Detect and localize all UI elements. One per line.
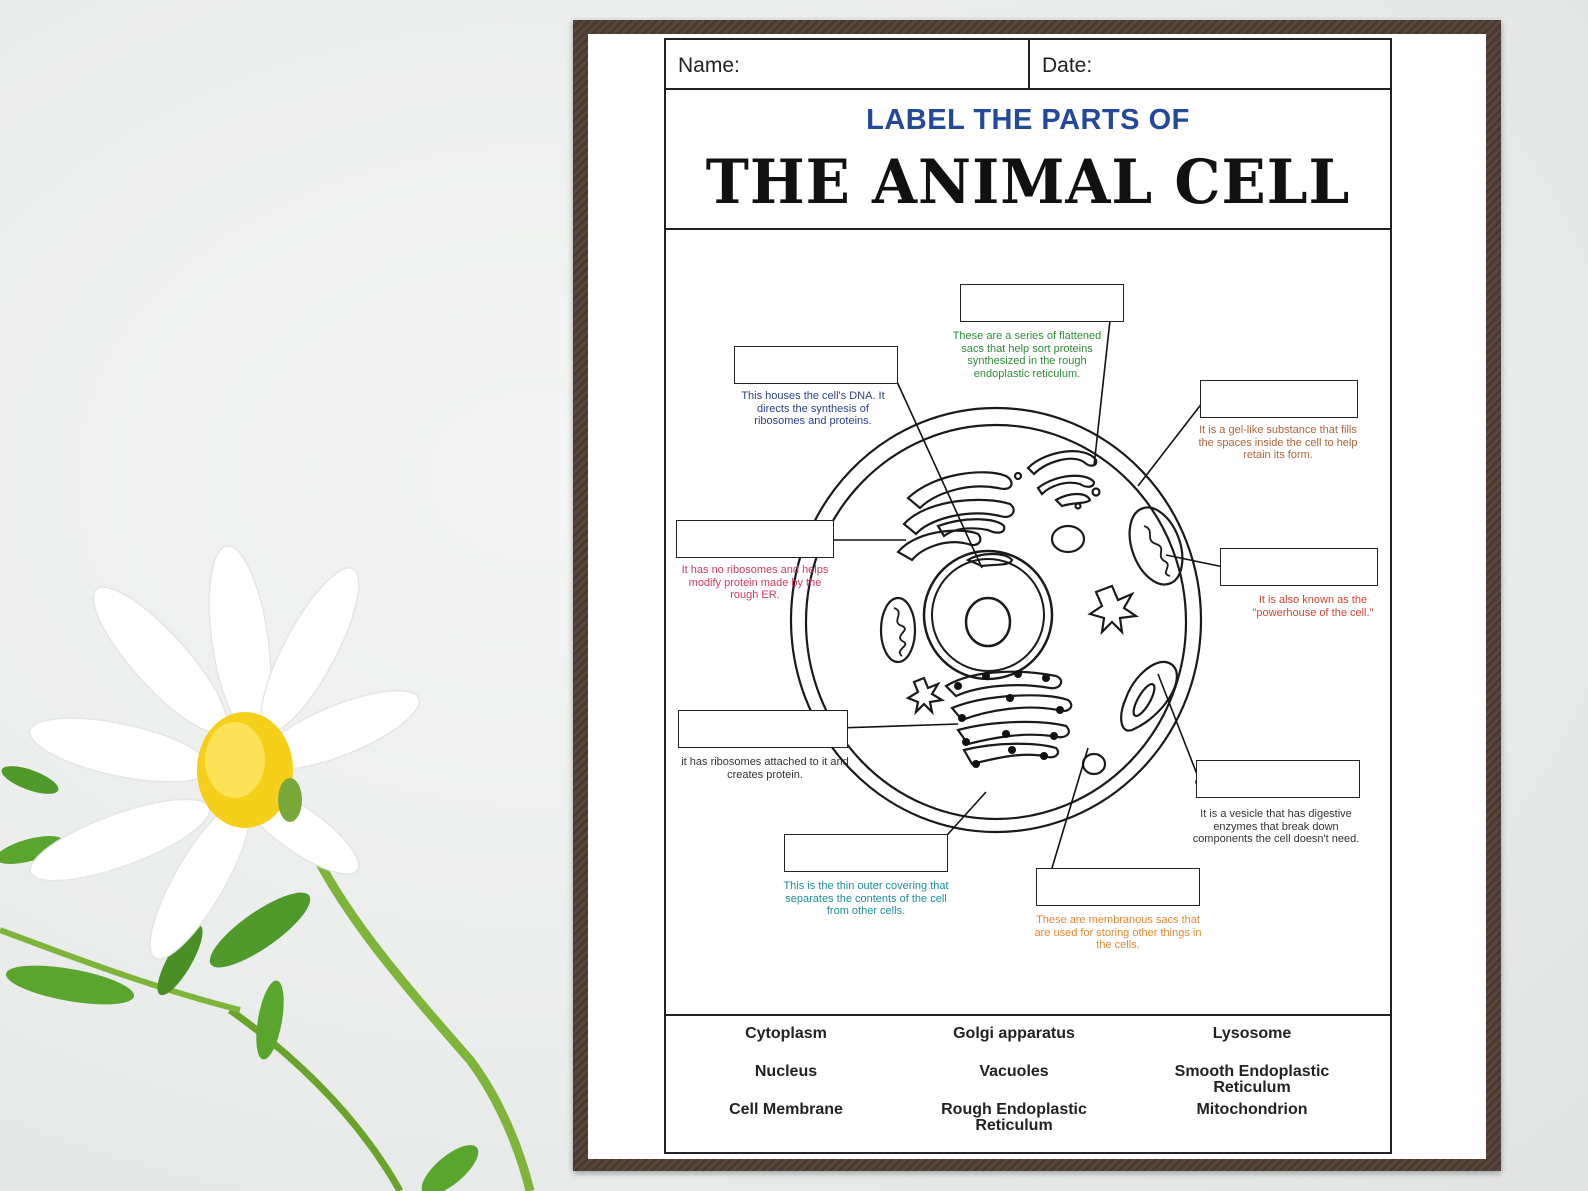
answer-box-mitochondrion[interactable] (1220, 548, 1378, 586)
word-bank: Cytoplasm Nucleus Cell Membrane Golgi ap… (666, 1016, 1390, 1154)
centriole (905, 676, 946, 716)
date-field[interactable]: Date: (1030, 40, 1392, 88)
date-label: Date: (1042, 54, 1093, 77)
hint-membrane: This is the thin outer covering that sep… (783, 880, 949, 917)
mitochondrion-outer (879, 596, 917, 664)
word-bank-item: Golgi apparatus (953, 1025, 1075, 1042)
hint-nucleus: This houses the cell's DNA. It directs t… (741, 390, 885, 427)
nucleus-envelope (922, 549, 1054, 681)
word-bank-item: Cytoplasm (745, 1025, 827, 1042)
vacuole (1081, 752, 1107, 776)
rough-er-tube (962, 742, 1060, 766)
nucleolus (964, 596, 1012, 648)
mitochondrion-outer (1128, 506, 1184, 586)
word-bank-item: Vacuoles (979, 1063, 1049, 1080)
hint-vacuole: These are membranous sacs that are used … (1034, 914, 1202, 951)
cell-diagram-area: These are a series of flattened sacs tha… (666, 230, 1390, 1016)
lysosome (1120, 660, 1178, 732)
daisy-flower-image (0, 545, 535, 1191)
golgi-vesicle (1091, 487, 1101, 497)
ribosomes (954, 670, 1064, 768)
vacuole (1050, 524, 1086, 554)
smooth-er-tube (896, 529, 982, 562)
word-bank-item: Lysosome (1212, 1025, 1292, 1042)
answer-box-rough-er[interactable] (678, 710, 848, 748)
lysosome-inner (1132, 683, 1156, 717)
nucleus-inner (931, 558, 1045, 672)
centriole (1087, 584, 1140, 636)
worksheet: Name: Date: LABEL THE PARTS OF THE ANIMA… (664, 38, 1392, 1154)
answer-box-vacuole[interactable] (1036, 868, 1200, 906)
word-bank-item: Smooth Endoplastic Reticulum (1174, 1063, 1330, 1096)
word-bank-item: Mitochondrion (1196, 1101, 1308, 1118)
answer-box-membrane[interactable] (784, 834, 948, 872)
hint-rough-er: it has ribosomes attached to it and crea… (681, 756, 849, 781)
answer-box-golgi[interactable] (960, 284, 1124, 322)
hint-smooth-er: It has no ribosomes and helps modify pro… (681, 564, 829, 601)
mitochondrion-cristae (1143, 525, 1171, 577)
word-bank-item: Rough Endoplastic Reticulum (941, 1101, 1087, 1134)
smooth-er-tube (965, 552, 1014, 568)
word-bank-item: Nucleus (754, 1063, 818, 1080)
answer-box-lysosome[interactable] (1196, 760, 1360, 798)
title-block: LABEL THE PARTS OF THE ANIMAL CELL (666, 90, 1390, 230)
golgi-sac-3 (1054, 492, 1092, 508)
word-bank-item: Cell Membrane (729, 1101, 843, 1118)
rough-er-tube (944, 670, 1063, 698)
answer-box-smooth-er[interactable] (676, 520, 834, 558)
hint-cytoplasm: It is a gel-like substance that fills th… (1198, 424, 1358, 461)
name-label: Name: (678, 54, 740, 77)
golgi-vesicle (1074, 502, 1082, 510)
cell-membrane-inner (804, 423, 1188, 821)
cell-membrane-outer (789, 406, 1203, 834)
name-field[interactable]: Name: (666, 40, 1030, 88)
smooth-er-tube (906, 471, 1013, 510)
worksheet-subtitle: LABEL THE PARTS OF (866, 104, 1190, 136)
smooth-er-tube (936, 518, 1006, 538)
mitochondrion-cristae (893, 607, 907, 657)
name-date-row: Name: Date: (666, 40, 1390, 90)
golgi-vesicle (1013, 471, 1023, 481)
worksheet-title: THE ANIMAL CELL (705, 146, 1351, 218)
golgi-sac-1 (1026, 450, 1098, 476)
golgi-sac-2 (1036, 474, 1096, 496)
rough-er-tube (956, 720, 1070, 746)
answer-box-nucleus[interactable] (734, 346, 898, 384)
answer-box-cytoplasm[interactable] (1200, 380, 1358, 418)
hint-mitochondrion: It is also known as the "powerhouse of t… (1252, 594, 1374, 619)
hint-golgi: These are a series of flattened sacs tha… (952, 330, 1102, 380)
hint-lysosome: It is a vesicle that has digestive enzym… (1192, 808, 1360, 845)
